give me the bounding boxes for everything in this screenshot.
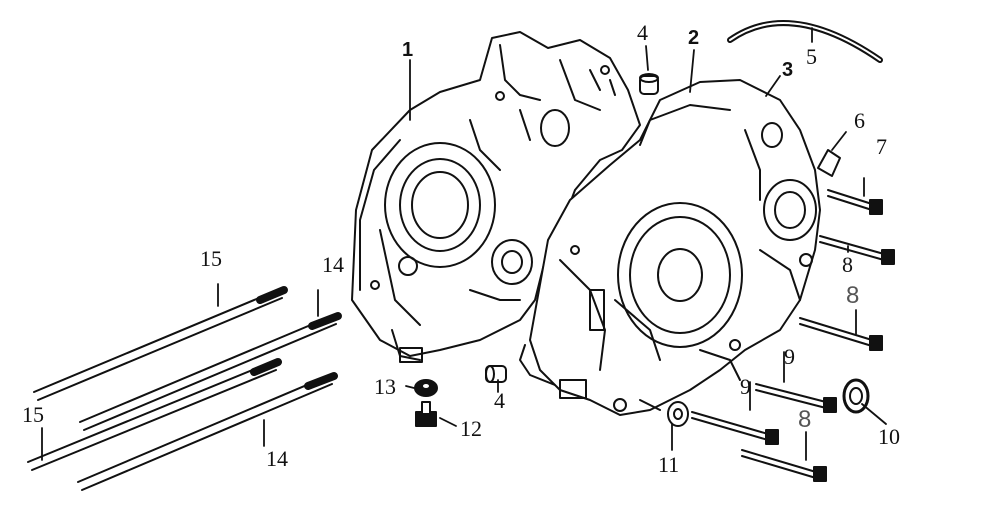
bolt-8-middle — [799, 317, 883, 351]
label-15-lower: 15 — [22, 402, 44, 427]
collar — [667, 401, 689, 427]
bolt-9-lower — [691, 411, 779, 445]
label-14-lower: 14 — [266, 446, 288, 471]
bolt-7 — [827, 189, 883, 215]
sealing-washer — [414, 379, 438, 397]
label-12: 12 — [460, 416, 482, 441]
label-9-lower: 9 — [740, 374, 751, 399]
label-14-upper: 14 — [322, 252, 344, 277]
breather-tube — [727, 20, 883, 63]
stud-15-upper — [33, 286, 288, 401]
bolt-8-lower — [741, 449, 827, 482]
label-4-top: 4 — [637, 20, 648, 45]
dowel-pin-top — [639, 73, 659, 95]
stud-14-upper — [79, 312, 342, 431]
stud-15-lower — [27, 358, 282, 471]
label-8-upper: 8 — [842, 252, 853, 277]
label-8-lower: 8 — [798, 406, 812, 433]
label-6: 6 — [854, 108, 865, 133]
label-7: 7 — [876, 134, 887, 159]
label-10: 10 — [878, 424, 900, 449]
oil-seal — [842, 378, 870, 414]
label-8-middle: 8 — [846, 282, 860, 309]
left-crankcase-half — [351, 31, 641, 363]
dowel-pin-bottom — [485, 365, 507, 383]
label-11: 11 — [658, 452, 680, 477]
label-1: 1 — [402, 39, 414, 61]
drain-bolt — [415, 401, 437, 427]
clip — [817, 149, 841, 177]
label-2: 2 — [688, 27, 700, 49]
bolt-8-upper — [819, 235, 895, 265]
leader-lines — [41, 27, 887, 461]
bolt-9-upper — [755, 383, 837, 413]
label-15-upper: 15 — [200, 246, 222, 271]
label-4-bottom: 4 — [494, 388, 505, 413]
label-5: 5 — [806, 44, 817, 69]
label-3: 3 — [782, 59, 794, 81]
stud-14-lower — [77, 372, 338, 491]
label-9-upper: 9 — [784, 344, 795, 369]
label-13: 13 — [374, 374, 396, 399]
right-crankcase-half — [519, 79, 821, 416]
